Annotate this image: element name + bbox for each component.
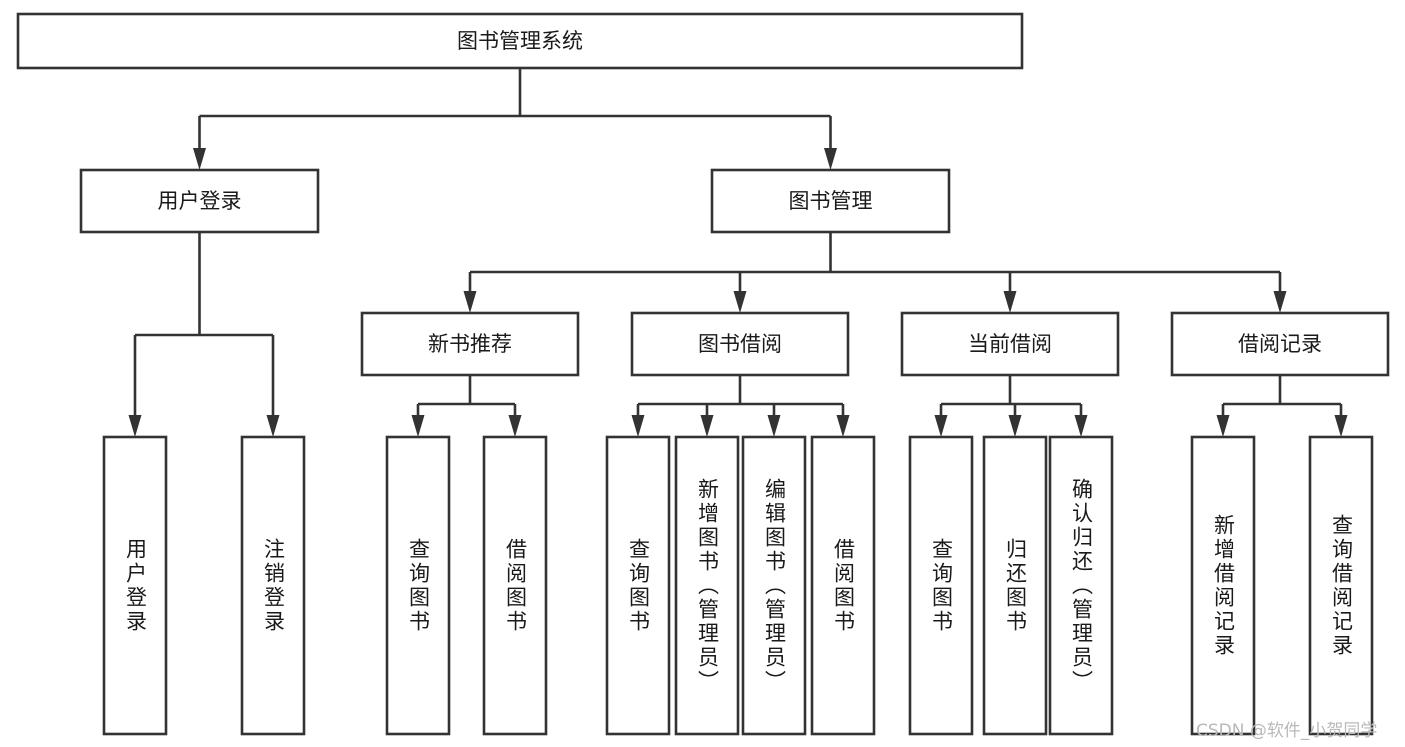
node-label-l3-3: 借阅记录 bbox=[1238, 332, 1322, 356]
connector-layer bbox=[128, 68, 1348, 437]
arrow-head-icon bbox=[1273, 291, 1287, 313]
connector-group-l2_1 bbox=[463, 232, 1287, 313]
node-label-root: 图书管理系统 bbox=[457, 29, 583, 53]
connector-group-l3_3 bbox=[1216, 375, 1348, 437]
node-box-leaf-d1[interactable] bbox=[982, 435, 1048, 736]
node-box-leaf-c0[interactable] bbox=[605, 435, 671, 736]
arrow-head-icon bbox=[631, 415, 645, 437]
node-box-leaf-a0[interactable] bbox=[102, 435, 168, 736]
node-label-l2-0: 用户登录 bbox=[158, 189, 242, 213]
node-box-leaf-c3[interactable] bbox=[810, 435, 876, 736]
arrow-head-icon bbox=[1003, 291, 1017, 313]
node-box-leaf-d0[interactable] bbox=[908, 435, 974, 736]
arrow-head-icon bbox=[266, 415, 280, 437]
csdn-watermark: CSDN @软件_小贺同学 bbox=[1196, 721, 1378, 741]
arrow-head-icon bbox=[767, 415, 781, 437]
connector-group-l3_0 bbox=[411, 375, 522, 437]
node-box-l2-1[interactable] bbox=[710, 168, 951, 234]
connector-group-l2_0 bbox=[128, 232, 280, 437]
node-box-leaf-e0[interactable] bbox=[1190, 435, 1256, 736]
node-box-l3-3[interactable] bbox=[1170, 311, 1390, 377]
node-box-l3-0[interactable] bbox=[360, 311, 580, 377]
node-box-leaf-b1[interactable] bbox=[482, 435, 548, 736]
arrow-head-icon bbox=[1334, 415, 1348, 437]
arrow-head-icon bbox=[1008, 415, 1022, 437]
connector-group-l3_1 bbox=[631, 375, 850, 437]
node-box-l2-0[interactable] bbox=[79, 168, 320, 234]
arrow-head-icon bbox=[836, 415, 850, 437]
node-box-leaf-e1[interactable] bbox=[1308, 435, 1374, 736]
node-box-leaf-a1[interactable] bbox=[240, 435, 306, 736]
arrow-head-icon bbox=[411, 415, 425, 437]
connector-group-l3_2 bbox=[934, 375, 1088, 437]
arrow-head-icon bbox=[733, 291, 747, 313]
node-box-leaf-c1[interactable] bbox=[674, 435, 740, 736]
node-label-l2-1: 图书管理 bbox=[789, 189, 873, 213]
arrow-head-icon bbox=[508, 415, 522, 437]
node-box-root[interactable] bbox=[16, 12, 1024, 70]
node-box-leaf-b0[interactable] bbox=[385, 435, 451, 736]
arrow-head-icon bbox=[1074, 415, 1088, 437]
arrow-head-icon bbox=[700, 415, 714, 437]
arrow-head-icon bbox=[193, 148, 206, 170]
connector-group-root bbox=[193, 68, 837, 170]
node-box-l3-2[interactable] bbox=[900, 311, 1120, 377]
arrow-head-icon bbox=[934, 415, 948, 437]
arrow-head-icon bbox=[463, 291, 477, 313]
node-label-l3-1: 图书借阅 bbox=[698, 332, 782, 356]
node-box-leaf-d2[interactable] bbox=[1048, 435, 1114, 736]
node-label-l3-0: 新书推荐 bbox=[428, 332, 512, 356]
node-box-leaf-c2[interactable] bbox=[741, 435, 807, 736]
node-box-l3-1[interactable] bbox=[630, 311, 850, 377]
arrow-head-icon bbox=[824, 148, 837, 170]
node-label-l3-2: 当前借阅 bbox=[968, 332, 1052, 356]
arrow-head-icon bbox=[1216, 415, 1230, 437]
arrow-head-icon bbox=[128, 415, 142, 437]
